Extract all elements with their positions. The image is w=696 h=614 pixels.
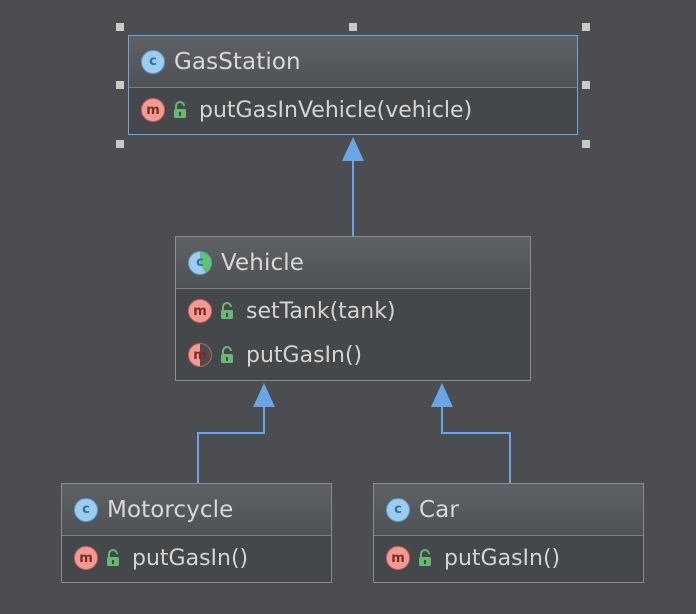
inheritance-edge-car-vehicle[interactable]: [441, 406, 511, 483]
arrowhead-icon: [431, 383, 453, 407]
public-lock-icon: [221, 346, 233, 363]
selection-handle-bottom-right[interactable]: [582, 140, 590, 148]
selection-handle-top-center[interactable]: [349, 23, 357, 31]
selection-handle-middle-right[interactable]: [582, 81, 590, 89]
method-row[interactable]: m setTank(tank): [176, 289, 530, 333]
public-lock-icon: [107, 549, 119, 566]
class-icon: c: [141, 49, 165, 74]
class-icon: c: [74, 497, 98, 522]
class-header: c Car: [374, 484, 643, 536]
arrowhead-icon: [253, 383, 275, 407]
class-title: GasStation: [174, 48, 301, 75]
method-label: setTank(tank): [246, 298, 396, 324]
class-node-car[interactable]: c Car m putGasIn(): [373, 483, 644, 583]
class-node-gasstation[interactable]: c GasStation m putGasInVehicle(vehicle): [128, 35, 578, 135]
selection-handle-bottom-left[interactable]: [116, 140, 124, 148]
method-icon: m: [141, 98, 165, 122]
method-row[interactable]: m putGasIn(): [176, 333, 530, 377]
class-header: c Vehicle: [176, 237, 530, 289]
class-header: c GasStation: [129, 36, 577, 88]
abstract-class-icon: c: [188, 250, 212, 275]
method-row[interactable]: m putGasInVehicle(vehicle): [129, 88, 577, 132]
selection-handle-top-left[interactable]: [116, 23, 124, 31]
selection-handle-middle-left[interactable]: [116, 81, 124, 89]
public-lock-icon: [419, 549, 431, 566]
selection-handle-top-right[interactable]: [582, 23, 590, 31]
class-title: Motorcycle: [107, 496, 234, 523]
method-icon: m: [74, 546, 98, 570]
class-title: Car: [419, 496, 459, 523]
method-label: putGasIn(): [246, 342, 363, 368]
class-title: Vehicle: [221, 249, 304, 276]
method-label: putGasIn(): [132, 545, 249, 571]
class-node-vehicle[interactable]: c Vehicle m setTank(tank) m putGasIn(): [175, 236, 531, 381]
method-row[interactable]: m putGasIn(): [62, 536, 331, 580]
method-icon: m: [386, 546, 410, 570]
class-node-motorcycle[interactable]: c Motorcycle m putGasIn(): [61, 483, 332, 583]
method-label: putGasIn(): [444, 545, 561, 571]
method-label: putGasInVehicle(vehicle): [199, 97, 473, 123]
method-icon: m: [188, 299, 212, 323]
abstract-method-icon: m: [188, 343, 212, 367]
inheritance-edge-motorcycle-vehicle[interactable]: [197, 406, 265, 483]
arrowhead-icon: [342, 137, 364, 161]
method-row[interactable]: m putGasIn(): [374, 536, 643, 580]
class-header: c Motorcycle: [62, 484, 331, 536]
public-lock-icon: [221, 302, 233, 319]
class-icon: c: [386, 497, 410, 522]
public-lock-icon: [174, 101, 186, 118]
